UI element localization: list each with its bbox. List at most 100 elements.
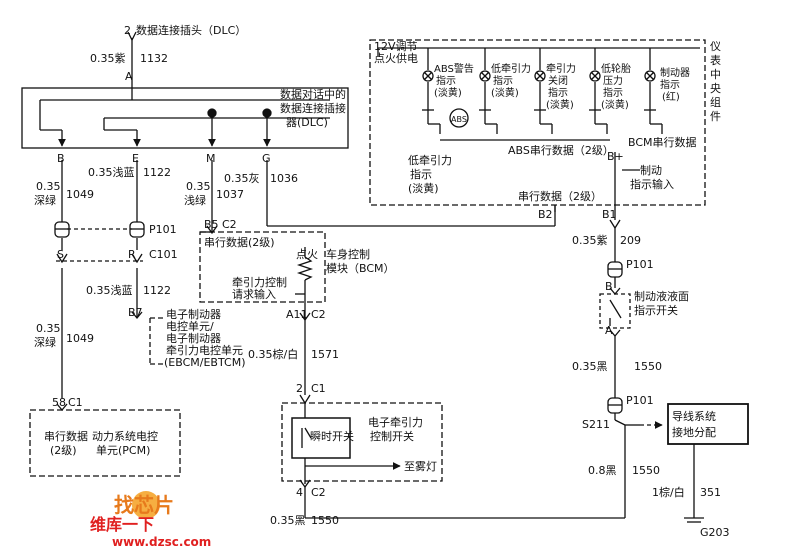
purple-wire-color: 0.35紫 xyxy=(572,234,608,247)
c2-pin-c: C2 xyxy=(311,486,326,499)
to-fog-lamp: 至雾灯 xyxy=(404,460,437,473)
ebcm-l1: 电子制动器 xyxy=(166,308,221,321)
pcm-box xyxy=(29,409,181,477)
brake-fluid-switch-box xyxy=(599,293,631,329)
bcm-traction-l2: 请求输入 xyxy=(232,287,276,301)
wire-b-color2: 深绿 xyxy=(34,193,56,207)
pcm-name-l2: 单元(PCM) xyxy=(96,444,150,457)
bcm-serial-label: BCM串行数据 xyxy=(628,135,697,149)
dlc-pin-b: B xyxy=(57,152,65,165)
c101-wire-num: 1122 xyxy=(143,284,171,297)
dlc-pin-a: A xyxy=(125,70,133,83)
momentary-switch-label: 瞬时开关 xyxy=(310,429,354,443)
watermark-top: 找芯片 xyxy=(114,493,174,517)
g203-wire-color: 1棕/白 xyxy=(652,485,685,499)
lamp-lowtire-l1: 低轮胎 xyxy=(601,62,631,75)
black-wire-num: 1550 xyxy=(634,360,662,373)
a11-wire-color: 0.35棕/白 xyxy=(248,347,298,361)
cluster-title-c6: 件 xyxy=(710,110,721,123)
dlc-label-l3: 器(DLC) xyxy=(286,116,328,129)
lamp-abs-l2: 指示 xyxy=(436,74,456,87)
p101-right2: P101 xyxy=(626,394,654,407)
wire-g-num: 1036 xyxy=(270,172,298,185)
abs-circle xyxy=(449,108,469,128)
brake-switch-l2: 指示开关 xyxy=(634,303,678,317)
s211: S211 xyxy=(582,418,610,431)
lamp-brake-l3: (红) xyxy=(662,90,680,103)
lamp-tracoff-l4: (淡黄) xyxy=(546,98,574,111)
pcm-c1: C1 xyxy=(68,396,83,409)
bcm-name-l2: 模块（BCM） xyxy=(326,262,395,275)
cluster-power-l1: 12V调节 xyxy=(374,40,418,53)
bcm-serial: 串行数据(2级) xyxy=(204,235,275,249)
g203-wire-num: 351 xyxy=(700,486,721,499)
watermark-chip-icon xyxy=(132,491,160,519)
lamp-lowtrac-l2: 指示 xyxy=(493,74,513,87)
cluster-title-c5: 组 xyxy=(710,95,721,109)
s211-wire-num: 1550 xyxy=(632,464,660,477)
bcm-ignition: 点火 xyxy=(296,248,318,261)
bottom-wire-num: 1550 xyxy=(311,514,339,527)
instrument-cluster-box xyxy=(369,39,706,206)
switch-pin-a: A xyxy=(605,324,613,337)
ebcm-l3: 电子制动器 xyxy=(166,332,221,345)
brake-input-l1: 制动 xyxy=(640,164,662,177)
cluster-title-c2: 表 xyxy=(710,53,721,67)
switch-pin-b: B xyxy=(605,280,613,293)
dlc-label-l2: 数据连接插接 xyxy=(280,101,346,115)
dlc-top-num: 1132 xyxy=(140,52,168,65)
wire-e-color: 0.35浅蓝 xyxy=(88,166,135,179)
lamp-tracoff-l1: 牵引力 xyxy=(546,62,576,75)
bcm-name-l1: 车身控制 xyxy=(326,247,370,261)
lamp-brake-l2: 指示 xyxy=(660,78,680,91)
low-traction-l2: 指示 xyxy=(410,167,432,181)
cluster-power-l2: 点火供电 xyxy=(374,51,418,65)
splice-dot xyxy=(262,108,272,118)
wire-b-num: 1049 xyxy=(66,188,94,201)
lamp-brake-l1: 制动器 xyxy=(660,66,690,79)
pcm-wire-num: 1049 xyxy=(66,332,94,345)
low-traction-l1: 低牵引力 xyxy=(408,153,452,167)
c101: C101 xyxy=(149,248,178,261)
wire-e-num: 1122 xyxy=(143,166,171,179)
dlc-pin-m: M xyxy=(206,152,216,165)
b7-pin: B7 xyxy=(128,306,143,319)
p101-left: P101 xyxy=(149,223,177,236)
a11-pin: A11 xyxy=(286,308,308,321)
pcm-wire-color: 0.35 xyxy=(36,322,61,335)
b-plus: B+ xyxy=(607,150,624,163)
lamp-abs-l3: (淡黄) xyxy=(434,86,462,99)
lamp-traction-off xyxy=(534,48,553,134)
serial-data-label: 串行数据（2级） xyxy=(518,189,602,203)
lamp-lowtire-l4: (淡黄) xyxy=(601,98,629,111)
c2-pin-a: C2 xyxy=(222,218,237,231)
ground-l2: 接地分配 xyxy=(672,426,716,439)
c1-pin-a: C1 xyxy=(311,382,326,395)
lamp-lowtrac-l3: (淡黄) xyxy=(491,86,519,99)
ebcm-l4: 牵引力电控单元 xyxy=(166,343,243,357)
s211-wire-color: 0.8黑 xyxy=(588,464,617,477)
ebcm-l5: (EBCM/EBTCM) xyxy=(164,356,246,369)
pcm-serial-l2: (2级) xyxy=(50,444,77,457)
cluster-title-c4: 央 xyxy=(710,82,721,95)
a11-wire-num: 1571 xyxy=(311,348,339,361)
r-pin: R xyxy=(128,248,136,261)
p101-right1: P101 xyxy=(626,258,654,271)
b5-pin: B5 xyxy=(204,218,219,231)
ebcm-l2: 电控单元/ xyxy=(166,319,214,333)
lamp-lowtire-l2: 压力 xyxy=(603,74,623,87)
splice-dot xyxy=(207,108,217,118)
pcm-wire-color2: 深绿 xyxy=(34,335,56,349)
purple-wire-num: 209 xyxy=(620,234,641,247)
lamp-tracoff-l2: 关闭 xyxy=(548,74,568,87)
traction-switch-l2: 控制开关 xyxy=(370,429,414,443)
dlc-top-wire: 0.35紫 xyxy=(90,52,126,65)
abs-circle-label: ABS xyxy=(451,115,467,124)
wire-m-color2: 浅绿 xyxy=(184,193,206,207)
abs-serial-label: ABS串行数据（2级） xyxy=(508,143,614,157)
dlc-pin-e: E xyxy=(132,152,139,165)
dlc-pin-index: 2 xyxy=(124,24,131,37)
bcm-traction-l1: 牵引力控制 xyxy=(232,275,287,289)
c101-wire-color: 0.35浅蓝 xyxy=(86,284,133,297)
